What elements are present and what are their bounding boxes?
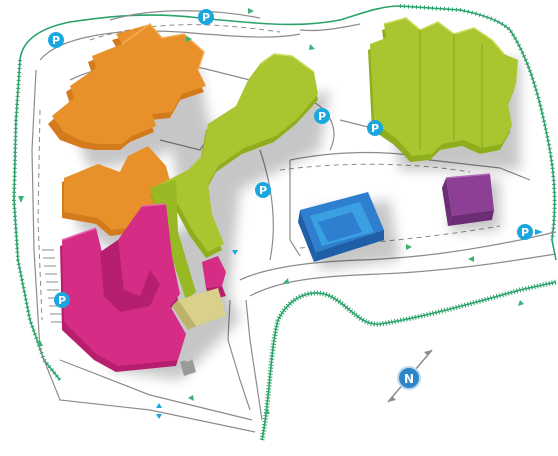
compass-label: N bbox=[404, 372, 414, 386]
parking-label: P bbox=[52, 34, 60, 47]
compass[interactable]: N bbox=[387, 349, 433, 403]
kiosk bbox=[180, 354, 196, 376]
parking-pin[interactable]: P bbox=[255, 182, 271, 198]
compass-tail-icon bbox=[388, 396, 396, 402]
parking-circle bbox=[255, 182, 271, 198]
parking-stripes bbox=[42, 249, 63, 323]
parking-circle bbox=[517, 224, 533, 240]
parking-pin[interactable]: P bbox=[48, 32, 64, 48]
parking-pin[interactable]: P bbox=[54, 292, 70, 308]
parking-arrow-icon bbox=[535, 229, 543, 235]
parking-circle bbox=[314, 108, 330, 124]
compass-arrow-icon bbox=[424, 350, 432, 356]
parking-label: P bbox=[202, 11, 210, 24]
parking-circle bbox=[198, 9, 214, 25]
magenta-block[interactable] bbox=[60, 203, 226, 372]
entrance-markers bbox=[156, 250, 238, 419]
lime-east-block[interactable] bbox=[368, 17, 518, 162]
parking-pin[interactable]: P bbox=[198, 9, 214, 25]
boundary-hatching bbox=[11, 4, 557, 441]
compass-circle bbox=[397, 366, 421, 390]
parking-pin[interactable]: P bbox=[367, 120, 383, 136]
parking-label: P bbox=[371, 122, 379, 135]
parking-pin[interactable]: P bbox=[517, 224, 543, 240]
tan-annex[interactable] bbox=[172, 288, 226, 330]
direction-arrows bbox=[18, 8, 524, 414]
parking-label: P bbox=[259, 184, 267, 197]
parking-label: P bbox=[58, 294, 66, 307]
purple-block[interactable] bbox=[442, 173, 494, 226]
parking-label: P bbox=[521, 226, 529, 239]
parking-pin[interactable]: P bbox=[314, 108, 330, 124]
parking-label: P bbox=[318, 110, 326, 123]
orange-north-block[interactable] bbox=[48, 22, 206, 150]
blue-block[interactable] bbox=[298, 192, 384, 262]
parking-circle bbox=[48, 32, 64, 48]
parking-circle bbox=[54, 292, 70, 308]
parking-circle bbox=[367, 120, 383, 136]
